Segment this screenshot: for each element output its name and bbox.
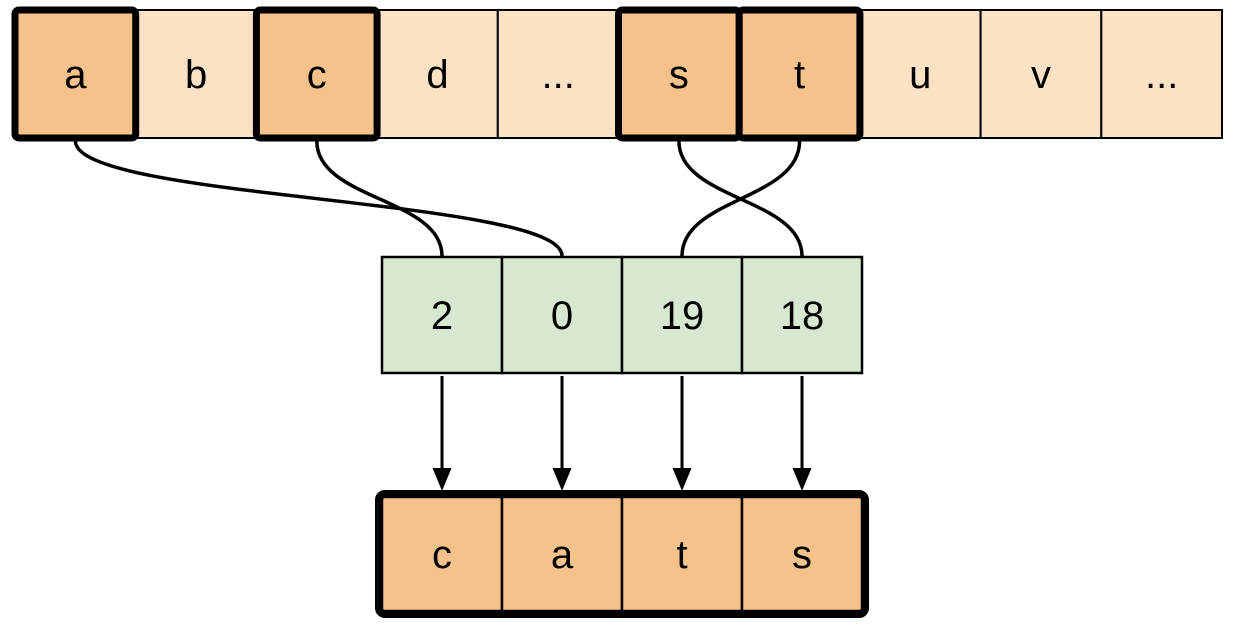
alphabet-cell-label-c: c bbox=[307, 53, 327, 97]
alphabet-cell-box-b bbox=[134, 9, 258, 139]
alphabet-cell-box-a-highlighted bbox=[11, 6, 140, 142]
alphabet-cell-label-b: b bbox=[185, 53, 207, 97]
alphabet-cell-label-u: u bbox=[909, 53, 931, 97]
index-cell-box-18 bbox=[740, 255, 864, 375]
connector-t-to-19 bbox=[680, 139, 802, 258]
index-cell-value-2: 0 bbox=[551, 294, 573, 338]
word-cell-label-t: t bbox=[676, 533, 687, 577]
alphabet-cell-label-ellipsis-1: ... bbox=[542, 53, 575, 97]
arrow-head-4 bbox=[792, 468, 812, 491]
alphabet-cell-box-ellipsis-1 bbox=[496, 9, 620, 139]
index-cell-box-2 bbox=[380, 255, 504, 375]
arrow-head-2 bbox=[552, 468, 572, 491]
word-row-outer-border bbox=[375, 490, 869, 618]
connector-c-to-2 bbox=[315, 139, 444, 258]
alphabet-cell-box-ellipsis-2 bbox=[1100, 9, 1224, 139]
alphabet-to-index-connectors bbox=[73, 139, 804, 258]
alphabet-cell-box-d bbox=[376, 9, 499, 139]
word-cell-label-s: s bbox=[792, 533, 812, 577]
index-cell-value-3: 19 bbox=[660, 294, 705, 338]
arrow-head-3 bbox=[672, 468, 692, 491]
word-cell-label-c: c bbox=[432, 533, 452, 577]
word-row: c a t s bbox=[375, 490, 869, 618]
index-cell-value-1: 2 bbox=[431, 294, 453, 338]
alphabet-cell-box-c-highlighted bbox=[252, 6, 381, 142]
index-cell-value-4: 18 bbox=[780, 294, 825, 338]
alphabet-cell-box-t-highlighted bbox=[735, 6, 864, 142]
word-cell-label-a: a bbox=[551, 533, 574, 577]
arrow-head-1 bbox=[432, 468, 452, 491]
alphabet-cell-label-d: d bbox=[426, 53, 448, 97]
index-to-word-arrows bbox=[432, 376, 812, 491]
alphabet-cell-label-v: v bbox=[1031, 53, 1051, 97]
index-cell-box-19 bbox=[620, 255, 744, 375]
connector-a-to-0 bbox=[73, 139, 564, 258]
index-row: 2 0 19 18 bbox=[380, 255, 864, 375]
alphabet-row: a b c d ... s t u v ... bbox=[11, 6, 1224, 142]
alphabet-cell-label-s: s bbox=[669, 53, 689, 97]
alphabet-cell-label-ellipsis-2: ... bbox=[1145, 53, 1178, 97]
alphabet-cell-label-t: t bbox=[794, 53, 805, 97]
alphabet-cell-label-a: a bbox=[64, 53, 87, 97]
alphabet-cell-box-v bbox=[979, 9, 1103, 139]
